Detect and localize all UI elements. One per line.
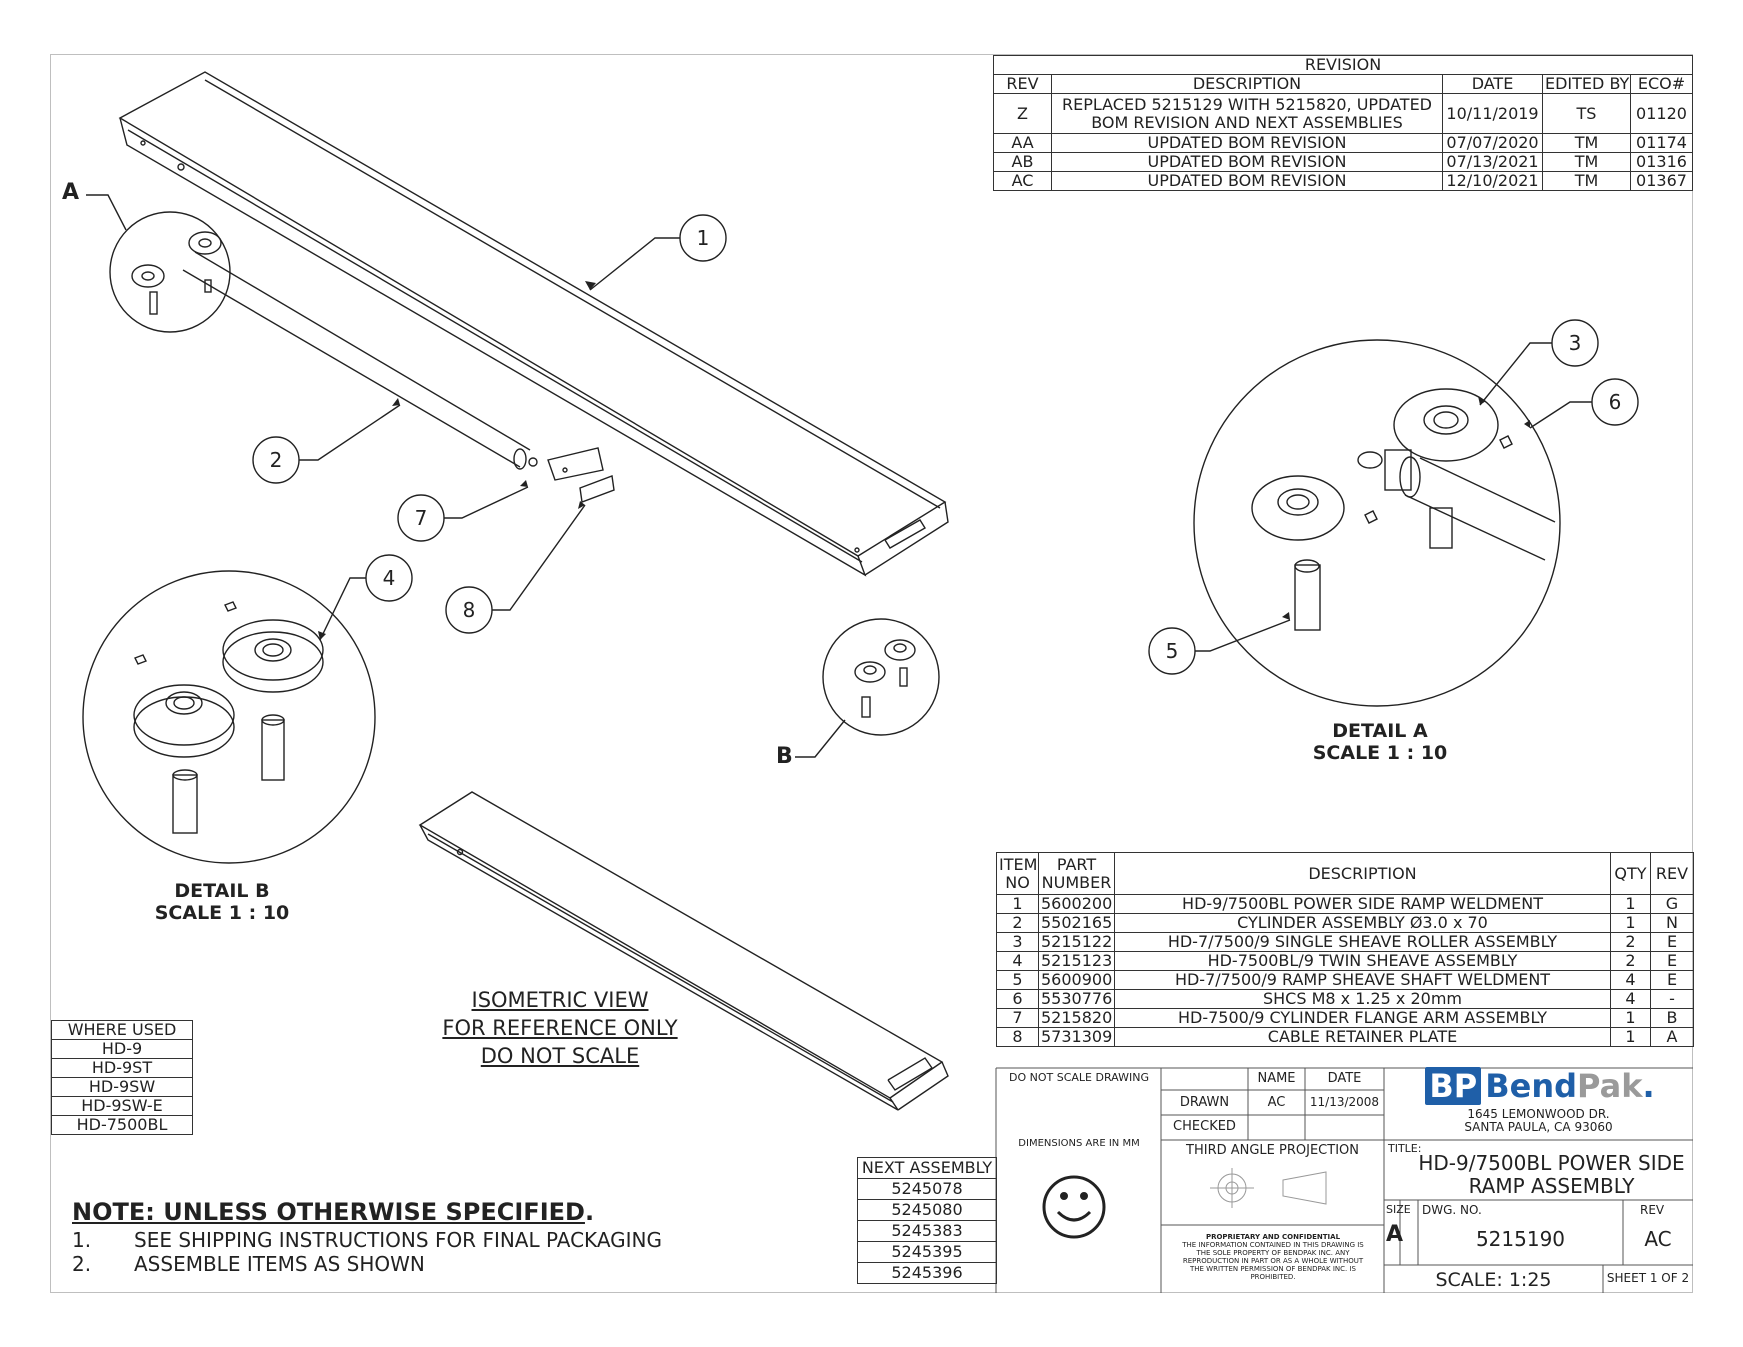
logo-bp-mark: BP	[1425, 1067, 1482, 1105]
name-header: NAME	[1257, 1071, 1296, 1086]
size-value: A	[1386, 1222, 1404, 1247]
company-address: 1645 LEMONWOOD DR. SANTA PAULA, CA 93060	[1464, 1107, 1613, 1134]
notes-block: NOTE: UNLESS OTHERWISE SPECIFIED. 1.SEE …	[72, 1198, 663, 1276]
drawing-border	[50, 54, 1693, 1293]
balloon-1: 1	[696, 226, 710, 250]
isometric-view-note: ISOMETRIC VIEW FOR REFERENCE ONLY DO NOT…	[442, 988, 678, 1068]
size-label: SIZE	[1386, 1203, 1411, 1216]
balloon-4: 4	[382, 566, 396, 590]
revision-title: REVISION	[993, 55, 1693, 75]
balloon-6: 6	[1608, 390, 1622, 414]
rev-header-rev: REV	[993, 74, 1052, 94]
detail-marker-a: A	[62, 180, 80, 205]
bom-header-rev: REV	[1650, 852, 1694, 895]
smiley-icon	[1042, 1175, 1106, 1239]
checked-label: CHECKED	[1173, 1119, 1236, 1134]
list-item: HD-9SW	[51, 1077, 193, 1097]
where-used-title: WHERE USED	[51, 1020, 193, 1040]
rev-header-eco: ECO#	[1630, 74, 1693, 94]
list-item: HD-9SW-E	[51, 1096, 193, 1116]
projection-symbol	[1210, 1168, 1327, 1208]
do-not-scale-label: DO NOT SCALE DRAWING	[1009, 1071, 1149, 1084]
drawn-label: DRAWN	[1179, 1095, 1230, 1110]
detail-b-small-drawing	[822, 618, 940, 736]
dwg-no-value: 5215190	[1475, 1227, 1566, 1251]
bom-header-qty: QTY	[1610, 852, 1651, 895]
list-item: 5245080	[857, 1199, 997, 1221]
list-item: 5245396	[857, 1262, 997, 1284]
drawn-name: AC	[1267, 1095, 1286, 1110]
drawing-title: HD-9/7500BL POWER SIDE RAMP ASSEMBLY	[1418, 1151, 1685, 1198]
list-item: HD-9	[51, 1039, 193, 1059]
balloon-5: 5	[1165, 639, 1179, 663]
balloon-3: 3	[1568, 331, 1582, 355]
dwg-no-label: DWG. NO.	[1422, 1203, 1482, 1217]
list-item: 5245078	[857, 1178, 997, 1200]
revision-table: REVISION REV DESCRIPTION DATE EDITED BY …	[993, 55, 1693, 191]
table-row: Z REPLACED 5215129 WITH 5215820, UPDATED…	[993, 93, 1693, 134]
balloon-2: 2	[269, 448, 283, 472]
detail-marker-b: B	[776, 744, 793, 769]
scale-value: SCALE: 1:25	[1435, 1269, 1552, 1291]
next-assembly-table: NEXT ASSEMBLY 5245078 5245080 5245383 52…	[857, 1157, 997, 1284]
proprietary-notice: PROPRIETARY AND CONFIDENTIAL THE INFORMA…	[1182, 1233, 1364, 1281]
where-used-table: WHERE USED HD-9 HD-9ST HD-9SW HD-9SW-E H…	[51, 1020, 193, 1135]
notes-heading: NOTE: UNLESS OTHERWISE SPECIFIED	[72, 1198, 585, 1226]
detail-a-large-drawing	[1193, 339, 1561, 707]
balloon-7: 7	[414, 506, 428, 530]
rev-label: REV	[1640, 1203, 1665, 1217]
lower-ramp-drawing	[418, 791, 949, 1111]
rev-value: AC	[1644, 1227, 1672, 1251]
dimensions-label: DIMENSIONS ARE IN MM	[1018, 1138, 1140, 1149]
date-header: DATE	[1327, 1071, 1362, 1086]
title-block-lines	[995, 1067, 1693, 1293]
list-item: 2.ASSEMBLE ITEMS AS SHOWN	[72, 1252, 425, 1276]
rev-header-desc: DESCRIPTION	[1051, 74, 1443, 94]
list-item: 1.SEE SHIPPING INSTRUCTIONS FOR FINAL PA…	[72, 1228, 663, 1252]
detail-b-large-drawing	[82, 570, 376, 864]
rev-header-date: DATE	[1442, 74, 1543, 94]
balloon-8: 8	[462, 598, 476, 622]
drawn-date: 11/13/2008	[1309, 1095, 1380, 1109]
leader-lines	[86, 194, 1592, 758]
detail-a-small-drawing	[109, 211, 231, 333]
projection-label: THIRD ANGLE PROJECTION	[1186, 1143, 1359, 1158]
sheet-value: SHEET 1 OF 2	[1606, 1271, 1690, 1285]
list-item: 5245395	[857, 1241, 997, 1263]
ramp-weldment-drawing	[118, 71, 949, 577]
title-label: TITLE:	[1388, 1142, 1422, 1155]
next-assembly-title: NEXT ASSEMBLY	[857, 1157, 997, 1179]
leader-arrowheads	[318, 281, 1530, 640]
cylinder-drawing	[182, 251, 615, 503]
list-item: 5245383	[857, 1220, 997, 1242]
list-item: HD-7500BL	[51, 1115, 193, 1135]
bom-header-desc: DESCRIPTION	[1114, 852, 1611, 895]
detail-b-label: DETAIL B SCALE 1 : 10	[154, 880, 290, 924]
list-item: HD-9ST	[51, 1058, 193, 1078]
rev-header-by: EDITED BY	[1542, 74, 1631, 94]
detail-a-label: DETAIL A SCALE 1 : 10	[1312, 720, 1448, 764]
